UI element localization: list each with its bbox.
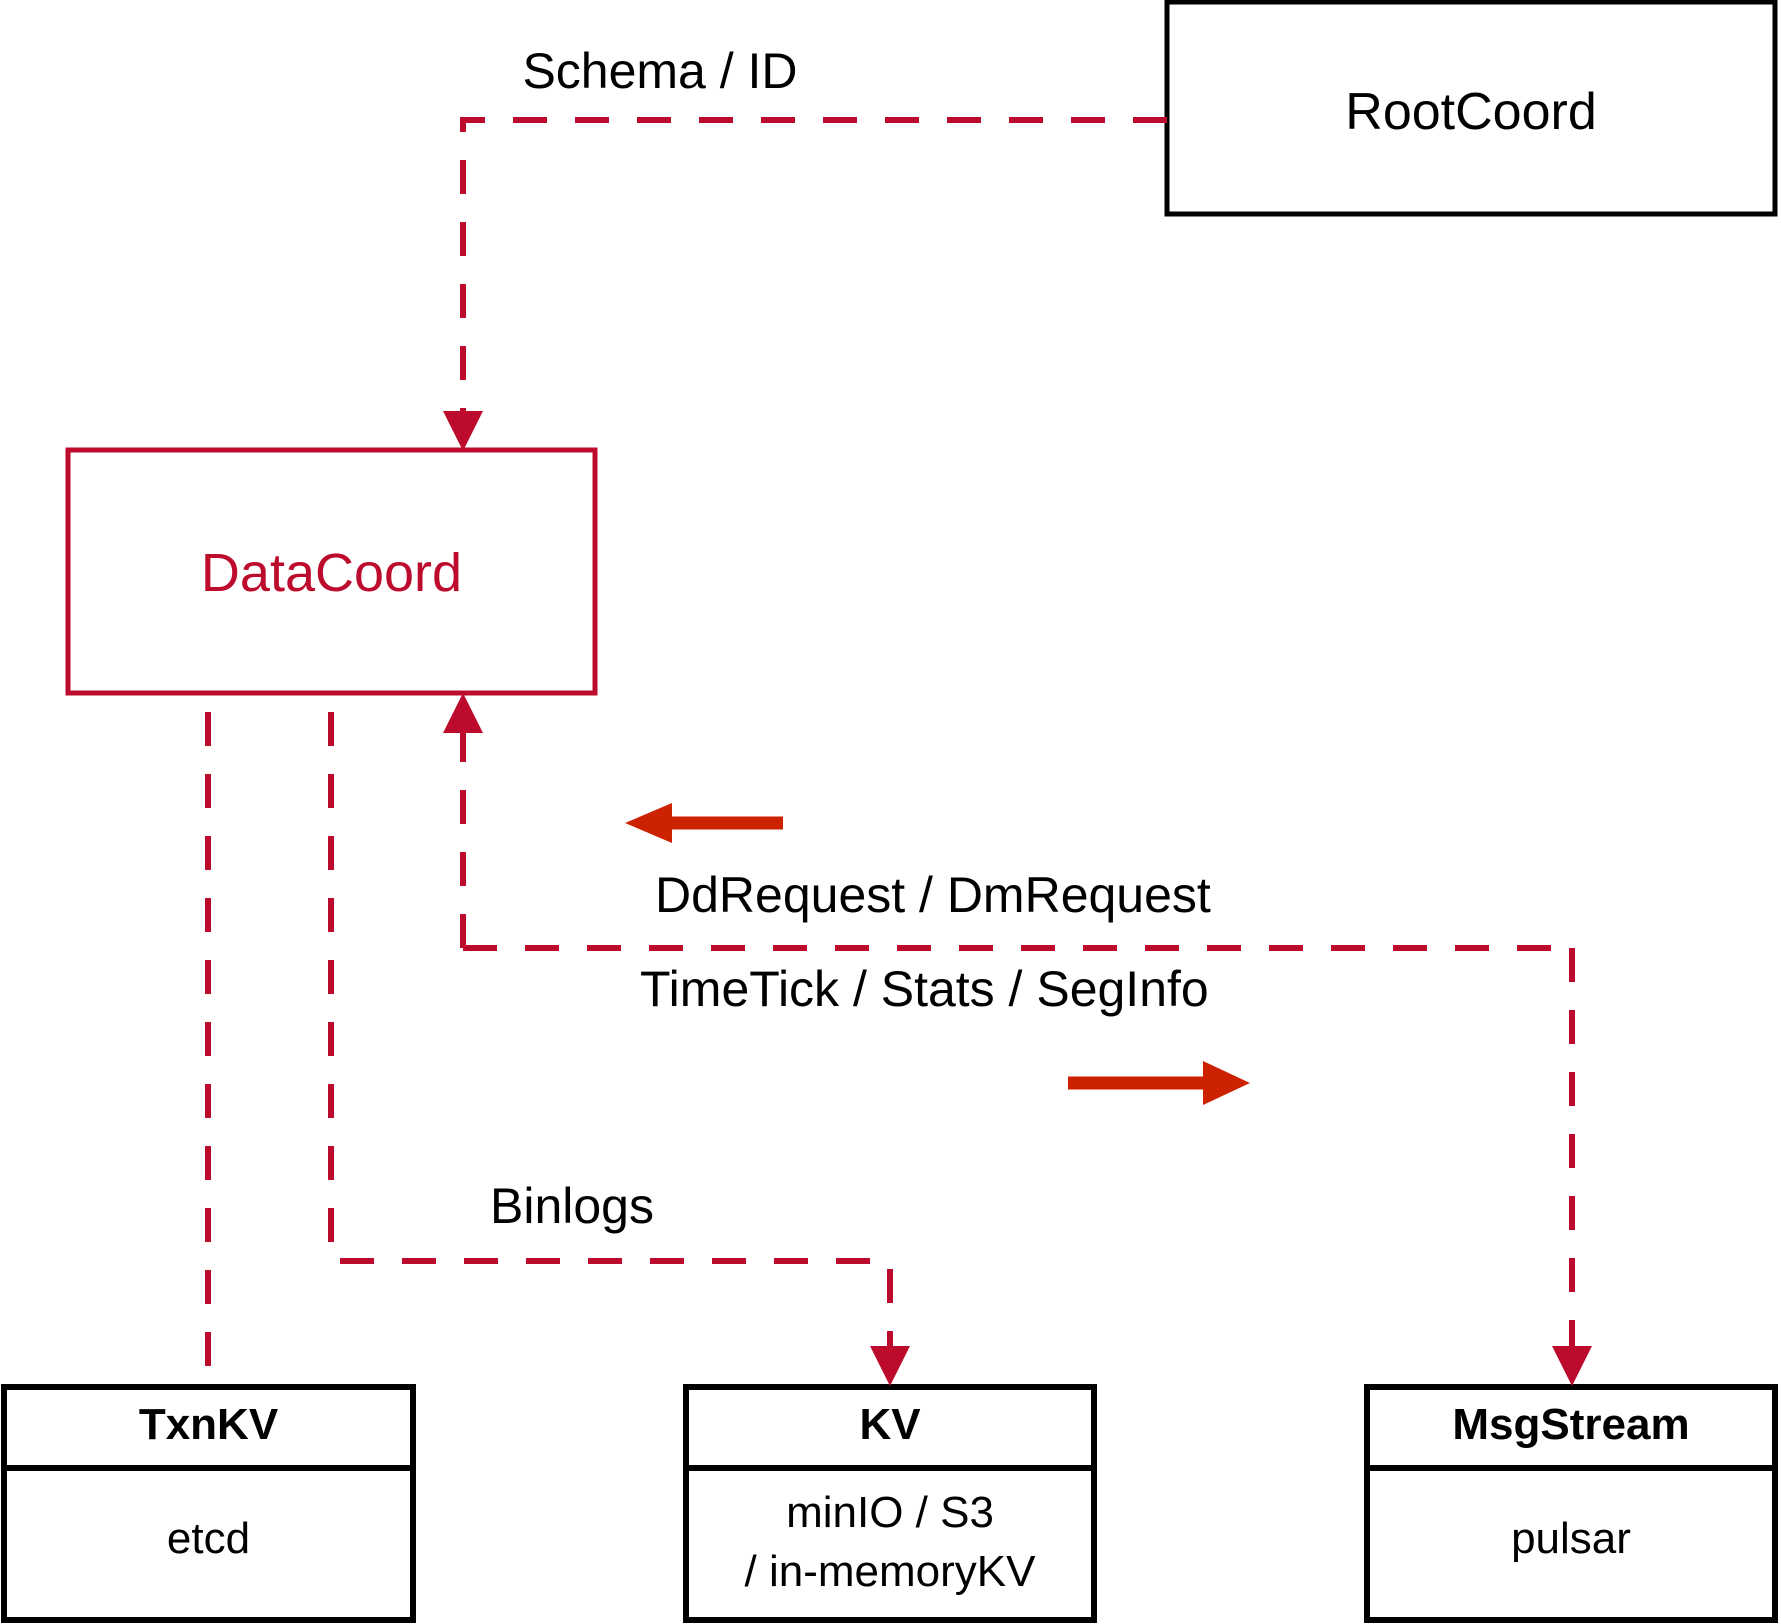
datacoord-box [65, 447, 598, 696]
node-rootcoord[interactable] [1164, 0, 1778, 217]
msgstream-box [1364, 1384, 1778, 1623]
txnkv-box [1, 1384, 416, 1623]
schema-id-arrowhead [443, 411, 483, 451]
arrow-ddrequest-direction [625, 803, 783, 843]
edge-schema-id [443, 117, 1167, 451]
kv-arrowhead [870, 1346, 910, 1386]
arrow-timetick-direction [1068, 1061, 1250, 1105]
msgstream-arrowhead [1552, 1346, 1592, 1386]
msgstream-title: MsgStream [1452, 1400, 1690, 1449]
rootcoord-title: RootCoord [1345, 83, 1597, 141]
edge-label-timetick-stats-seginfo: TimeTick / Stats / SegInfo [640, 961, 1209, 1017]
edge-label-schema-id: Schema / ID [522, 43, 798, 99]
edge-label-ddrequest-dmrequest: DdRequest / DmRequest [655, 867, 1211, 923]
edge-label-binlogs: Binlogs [490, 1178, 654, 1234]
node-msgstream[interactable] [1364, 1384, 1778, 1623]
kv-subtitle-line-2: / in-memoryKV [744, 1547, 1036, 1596]
datacoord-inbound-arrowhead [443, 693, 483, 733]
kv-subtitle-line-1: minIO / S3 [786, 1488, 994, 1537]
node-txnkv[interactable] [1, 1384, 416, 1623]
txnkv-subtitle: etcd [166, 1514, 251, 1563]
node-kv[interactable] [683, 1384, 1097, 1623]
edge-datacoord-msgstream [443, 693, 1592, 1386]
txnkv-title: TxnKV [138, 1400, 279, 1449]
msgstream-subtitle: pulsar [1511, 1514, 1631, 1563]
datacoord-title: DataCoord [200, 543, 463, 603]
edge-binlogs [328, 712, 910, 1386]
node-datacoord[interactable] [65, 447, 598, 696]
rootcoord-box [1164, 0, 1778, 217]
kv-box [683, 1384, 1097, 1623]
kv-title: KV [859, 1400, 921, 1449]
